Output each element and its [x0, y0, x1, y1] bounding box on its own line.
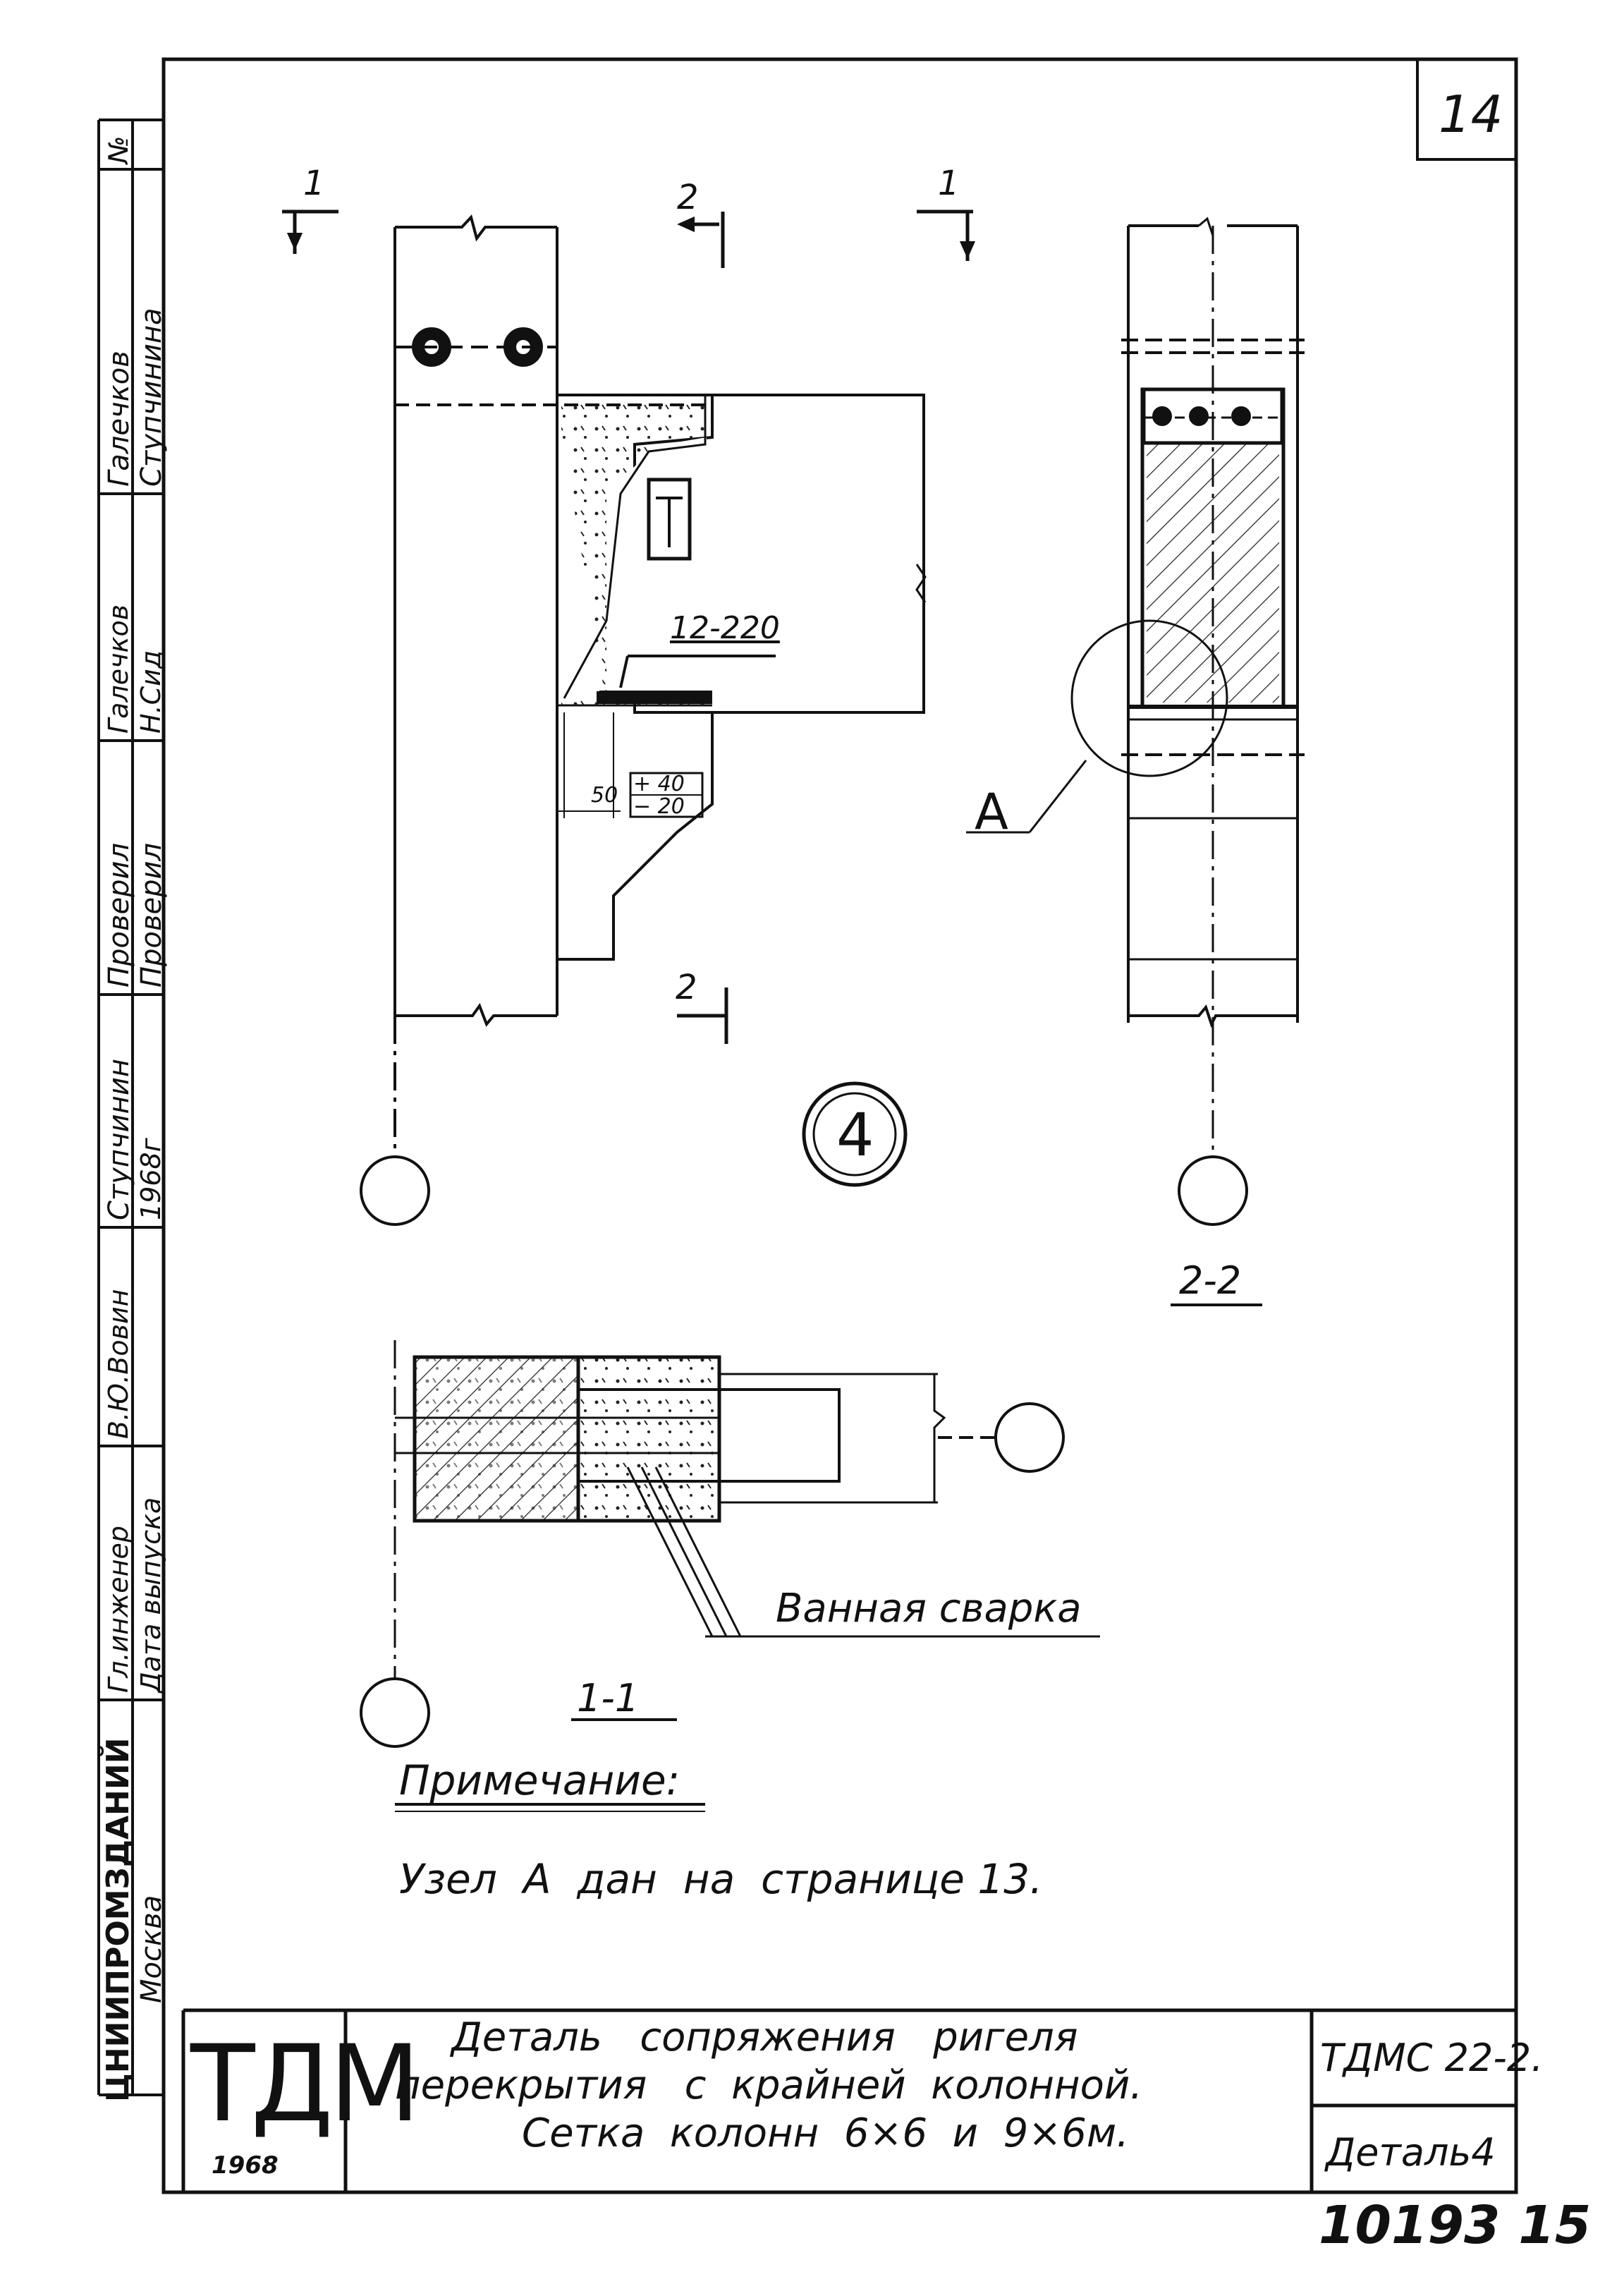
- node-a-label: A: [975, 783, 1008, 841]
- stamp-sign-1: Галечков: [103, 604, 134, 734]
- stamp-checked-1: Проверил: [103, 842, 135, 988]
- title-detail: Деталь4: [1326, 2130, 1496, 2175]
- stamp-name-2: Ступчинина: [135, 308, 168, 487]
- axis-circle-plan-bottom: [360, 1677, 430, 1748]
- sheet-frame: [161, 57, 1518, 2194]
- title-line-1: Деталь сопряжения ригеля: [451, 2015, 1078, 2060]
- section-mark-1-left: 1: [303, 164, 325, 203]
- title-line-2: перекрытия с крайней колонной.: [395, 2062, 1143, 2108]
- axis-circle-plan-right: [994, 1402, 1065, 1473]
- elevation-view: [282, 209, 976, 1157]
- note-text: Узел A дан на странице 13.: [399, 1855, 1043, 1903]
- tolerance-plus: + 40: [633, 772, 685, 796]
- page-number-box: [1416, 59, 1516, 161]
- stamp-checked-2: Проверил: [135, 842, 168, 988]
- title-series: ТДМС 22-2.: [1320, 2036, 1544, 2080]
- axis-circle-elevation: [360, 1155, 430, 1226]
- detail-number: 4: [836, 1100, 874, 1169]
- stamp-name-1: Галечков: [103, 351, 135, 487]
- tolerance-minus: − 20: [633, 794, 685, 819]
- section-mark-2-bottom: 2: [676, 968, 697, 1007]
- section-1-1-title: 1-1: [577, 1676, 640, 1720]
- title-year: 1968: [212, 2151, 279, 2180]
- stamp-sign-2: Н.Сид: [135, 650, 166, 734]
- section-mark-2-top: 2: [677, 178, 699, 217]
- title-logo: ТДМ: [190, 2023, 420, 2146]
- side-stamp-frame: [97, 119, 164, 2096]
- rebar-label: 12-220: [670, 610, 780, 646]
- detail-number-outer: [802, 1081, 908, 1187]
- detail-number-inner: [812, 1092, 897, 1177]
- dimension-50: 50: [591, 783, 618, 808]
- section-2-2-view: [966, 217, 1305, 1157]
- stamp-institute: ЦНИИПРОМЗДАНИЙ: [100, 1737, 136, 2102]
- title-line-3: Сетка колонн 6×6 и 9×6м.: [522, 2110, 1129, 2156]
- stamp-city: Москва: [135, 1895, 168, 2003]
- stamp-author: Ступчинин: [103, 1059, 135, 1220]
- archive-number: 10193 15: [1319, 2195, 1592, 2256]
- weld-label: Ванная сварка: [776, 1586, 1082, 1631]
- axis-circle-section-2-2: [1178, 1155, 1248, 1226]
- stamp-release-date: Дата выпуска: [135, 1497, 166, 1693]
- section-1-1-view: [393, 1340, 1100, 1679]
- section-2-2-title: 2-2: [1179, 1258, 1242, 1303]
- stamp-chief-signature: В.Ю.Вовин: [103, 1289, 134, 1439]
- title-block-frame: [181, 2008, 1516, 2192]
- section-mark-1-right: 1: [938, 164, 960, 203]
- stamp-chief-engineer: Гл.инженер: [103, 1525, 134, 1693]
- page-number: 14: [1439, 85, 1503, 144]
- stamp-year: 1968г: [135, 1138, 166, 1220]
- stamp-col-no: №: [103, 135, 134, 164]
- note-heading: Примечание:: [399, 1756, 680, 1804]
